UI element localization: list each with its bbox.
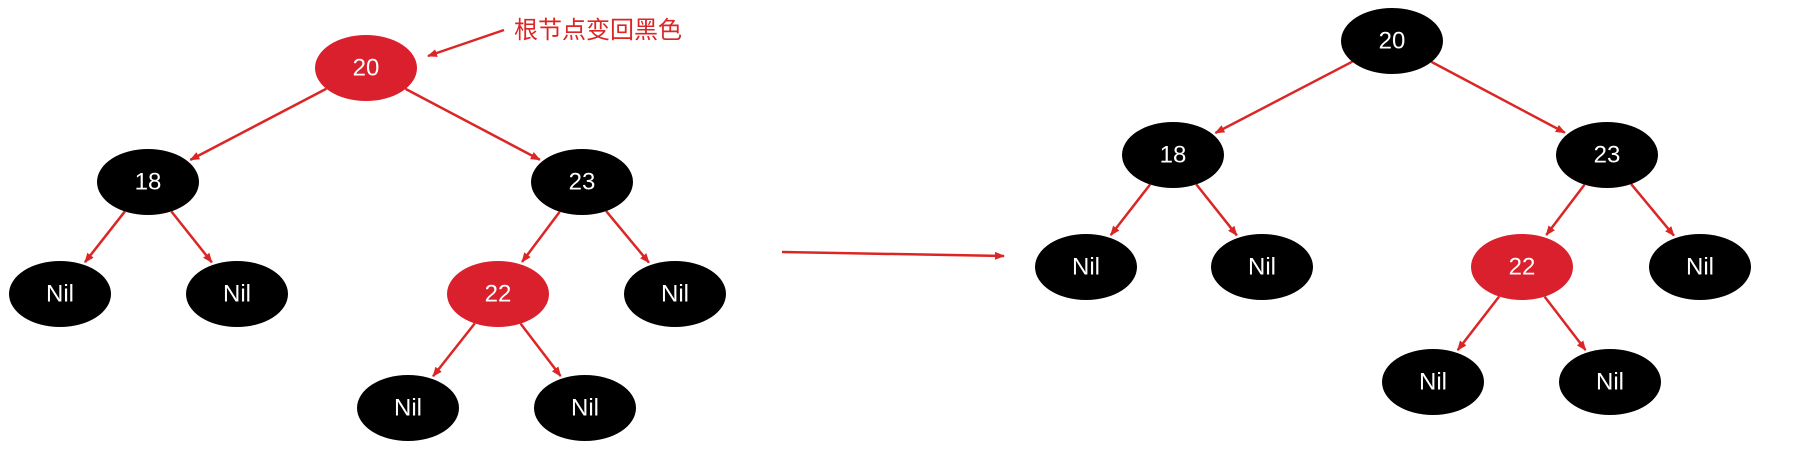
black-node-ellipse [1649, 234, 1751, 300]
red-node-ellipse [447, 261, 549, 327]
black-node-ellipse [9, 261, 111, 327]
tree-node-18: 18 [1122, 122, 1224, 188]
black-node-ellipse [1341, 8, 1443, 74]
tree-edge-23-to-nil-23-right [605, 210, 650, 264]
tree-edge-22-to-nil-22-left [1456, 295, 1501, 351]
black-node-ellipse [357, 375, 459, 441]
tree-node-20: 20 [1341, 8, 1443, 74]
node-label: Nil [571, 395, 599, 422]
tree-edge-23-to-22 [521, 210, 561, 263]
node-label: Nil [394, 395, 422, 422]
black-node-ellipse [531, 149, 633, 215]
tree-node-nil-22-right: Nil [534, 375, 636, 441]
node-label: 23 [1594, 142, 1621, 169]
tree-edge-20-to-23 [404, 87, 541, 161]
annotation-text: 根节点变回黑色 [514, 16, 682, 44]
node-label: 22 [485, 281, 512, 308]
tree-node-22: 22 [447, 261, 549, 327]
black-node-ellipse [534, 375, 636, 441]
node-label: Nil [1248, 254, 1276, 281]
tree-edge-22-to-nil-22-left [432, 322, 476, 378]
node-label: 20 [353, 55, 380, 82]
tree-edge-23-to-nil-23-right [1630, 183, 1675, 237]
node-label: 22 [1509, 254, 1536, 281]
node-label: 18 [1160, 142, 1187, 169]
transition-arrow [781, 250, 1005, 260]
tree-node-nil-23-right: Nil [624, 261, 726, 327]
node-label: 20 [1379, 28, 1406, 55]
black-node-ellipse [624, 261, 726, 327]
tree-node-22: 22 [1471, 234, 1573, 300]
node-label: 18 [135, 169, 162, 196]
tree-node-nil-22-right: Nil [1559, 349, 1661, 415]
tree-node-20: 20 [315, 35, 417, 101]
tree-edge-18-to-nil-18-left [83, 210, 126, 264]
node-label: Nil [1596, 369, 1624, 396]
node-label: Nil [1419, 369, 1447, 396]
tree-edge-22-to-nil-22-right [519, 322, 562, 377]
black-node-ellipse [186, 261, 288, 327]
tree-node-nil-22-left: Nil [357, 375, 459, 441]
node-label: Nil [46, 281, 74, 308]
tree-node-nil-23-right: Nil [1649, 234, 1751, 300]
black-node-ellipse [97, 149, 199, 215]
annotation-arrow [427, 28, 505, 58]
black-node-ellipse [1035, 234, 1137, 300]
tree-edge-20-to-18 [1214, 60, 1353, 135]
red-node-ellipse [1471, 234, 1573, 300]
black-node-ellipse [1556, 122, 1658, 188]
node-label: Nil [661, 281, 689, 308]
tree-edge-20-to-23 [1430, 60, 1566, 134]
tree-node-nil-18-right: Nil [186, 261, 288, 327]
black-node-ellipse [1211, 234, 1313, 300]
tree-node-18: 18 [97, 149, 199, 215]
tree-edge-18-to-nil-18-right [170, 210, 213, 264]
tree-node-nil-18-left: Nil [9, 261, 111, 327]
tree-node-nil-18-left: Nil [1035, 234, 1137, 300]
node-label: Nil [1686, 254, 1714, 281]
tree-node-nil-22-left: Nil [1382, 349, 1484, 415]
tree-node-nil-18-right: Nil [1211, 234, 1313, 300]
annotation: 根节点变回黑色 [427, 16, 682, 58]
tree-edge-22-to-nil-22-right [1543, 295, 1587, 351]
black-node-ellipse [1382, 349, 1484, 415]
tree-edge-18-to-nil-18-right [1195, 183, 1238, 237]
black-node-ellipse [1559, 349, 1661, 415]
tree-edge-18-to-nil-18-left [1109, 183, 1152, 236]
node-label: 23 [569, 169, 596, 196]
node-label: Nil [1072, 254, 1100, 281]
tree-node-23: 23 [1556, 122, 1658, 188]
black-node-ellipse [1122, 122, 1224, 188]
node-label: Nil [223, 281, 251, 308]
red-node-ellipse [315, 35, 417, 101]
tree-node-23: 23 [531, 149, 633, 215]
tree-edge-20-to-18 [189, 87, 327, 161]
tree-edge-23-to-22 [1545, 183, 1586, 236]
